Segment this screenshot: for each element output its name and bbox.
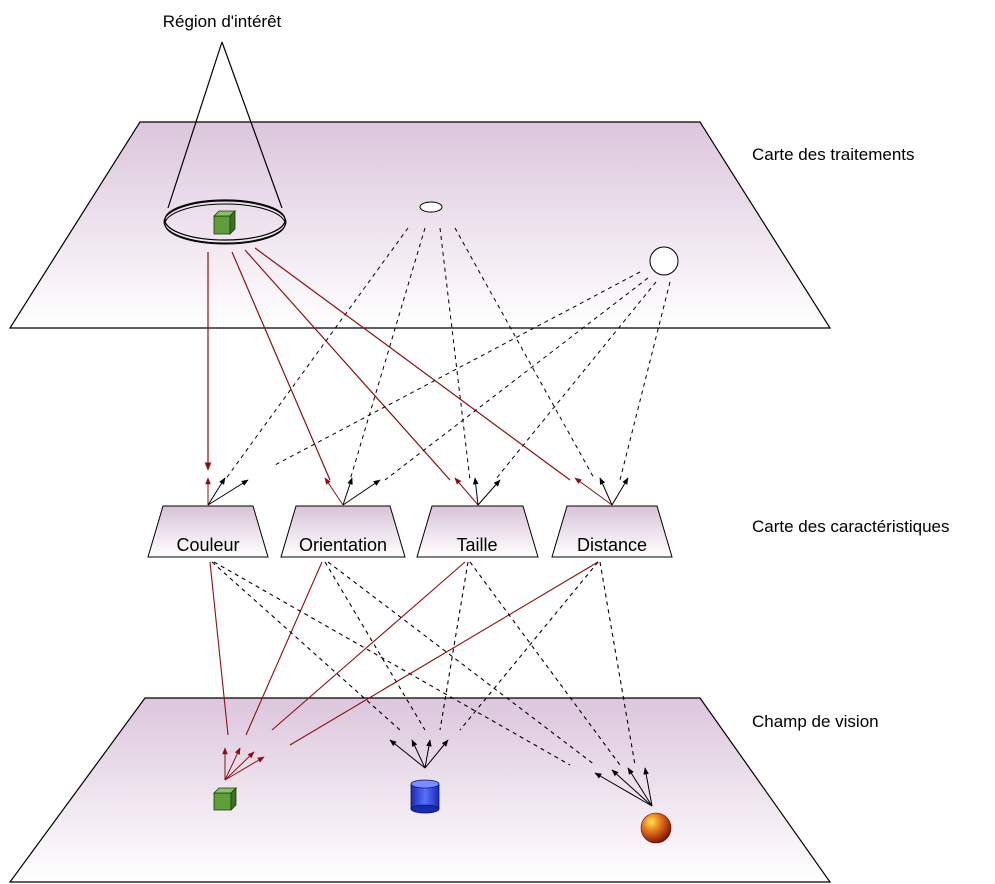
link-region-orientation: [231, 251, 331, 481]
processing-map-label: Carte des traitements: [752, 145, 915, 164]
region-label: Région d'intérêt: [163, 12, 282, 31]
feature-maps: Couleur Orientation Taille Distance: [147, 505, 673, 558]
feature-label-distance: Distance: [577, 535, 647, 555]
top-links: [204, 227, 671, 481]
link-ellipse-4: [454, 227, 596, 481]
region-ellipse: [164, 199, 286, 241]
cylinder-icon: [410, 779, 440, 814]
feature-map-distance: [551, 505, 673, 558]
feature-label-couleur: Couleur: [176, 535, 239, 555]
feature-map-orientation: [280, 505, 406, 558]
sphere-icon: [640, 812, 672, 844]
processing-circle: [649, 246, 679, 276]
feature-label-orientation: Orientation: [299, 535, 387, 555]
processing-map-plane: [8, 121, 832, 329]
region-cube-icon: [213, 210, 236, 235]
link-ellipse-1: [224, 227, 409, 481]
feature-output-arrows: [205, 477, 629, 506]
feature-map-taille: [416, 505, 539, 558]
feature-map-label: Carte des caractéristiques: [752, 517, 949, 536]
link-ellipse-3: [439, 227, 471, 481]
visual-field-label: Champ de vision: [752, 712, 879, 731]
link-ellipse-2: [349, 227, 426, 481]
link-region-taille: [244, 249, 451, 481]
object-arrows: [222, 739, 653, 807]
region-of-interest: [163, 41, 287, 245]
bottom-links: [209, 561, 636, 766]
cube-icon: [213, 787, 237, 811]
link-circle-3: [494, 281, 657, 481]
link-circle-1: [274, 271, 641, 466]
processing-ellipse: [419, 201, 443, 213]
feature-label-taille: Taille: [456, 535, 497, 555]
link-region-distance: [254, 247, 571, 481]
link-circle-4: [619, 281, 671, 481]
feature-map-couleur: [147, 505, 269, 558]
